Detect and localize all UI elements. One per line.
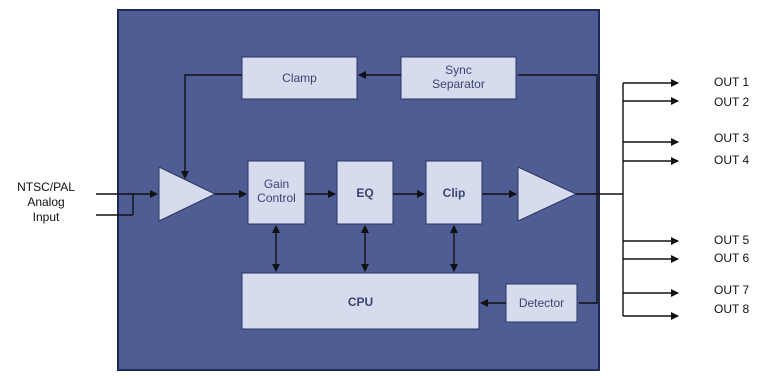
signal-wires	[96, 71, 679, 320]
cpu-label: CPU	[348, 295, 373, 309]
input-label-line3: Input	[33, 210, 60, 224]
eq-block: EQ	[336, 160, 394, 225]
output-label-3: OUT 3	[714, 131, 749, 145]
input-amplifier	[158, 166, 217, 222]
sync-separator-label-line1: Sync	[445, 63, 472, 77]
sync-separator-block: Sync Separator	[400, 56, 517, 100]
output-label-6: OUT 6	[714, 251, 749, 265]
output-label-1: OUT 1	[714, 75, 749, 89]
input-label-line2: Analog	[27, 195, 64, 209]
gain-control-label-line2: Control	[257, 191, 296, 205]
clip-block: Clip	[425, 160, 483, 225]
output-label-8: OUT 8	[714, 302, 749, 316]
output-labels: OUT 1 OUT 2 OUT 3 OUT 4 OUT 5 OUT 6 OUT …	[714, 75, 749, 316]
output-label-4: OUT 4	[714, 153, 749, 167]
detector-block: Detector	[505, 283, 578, 323]
output-amplifier	[517, 166, 578, 222]
clamp-label: Clamp	[282, 71, 317, 85]
eq-label: EQ	[356, 186, 373, 200]
clip-label: Clip	[443, 186, 466, 200]
gain-control-label-line1: Gain	[264, 177, 289, 191]
output-label-2: OUT 2	[714, 95, 749, 109]
gain-control-block: Gain Control	[247, 160, 306, 225]
output-label-7: OUT 7	[714, 283, 749, 297]
input-label: NTSC/PAL Analog Input	[17, 180, 75, 224]
input-label-line1: NTSC/PAL	[17, 180, 75, 194]
clamp-block: Clamp	[241, 56, 358, 100]
sync-separator-label-line2: Separator	[432, 77, 485, 91]
cpu-block: CPU	[241, 272, 480, 330]
detector-label: Detector	[519, 296, 564, 310]
output-label-5: OUT 5	[714, 233, 749, 247]
